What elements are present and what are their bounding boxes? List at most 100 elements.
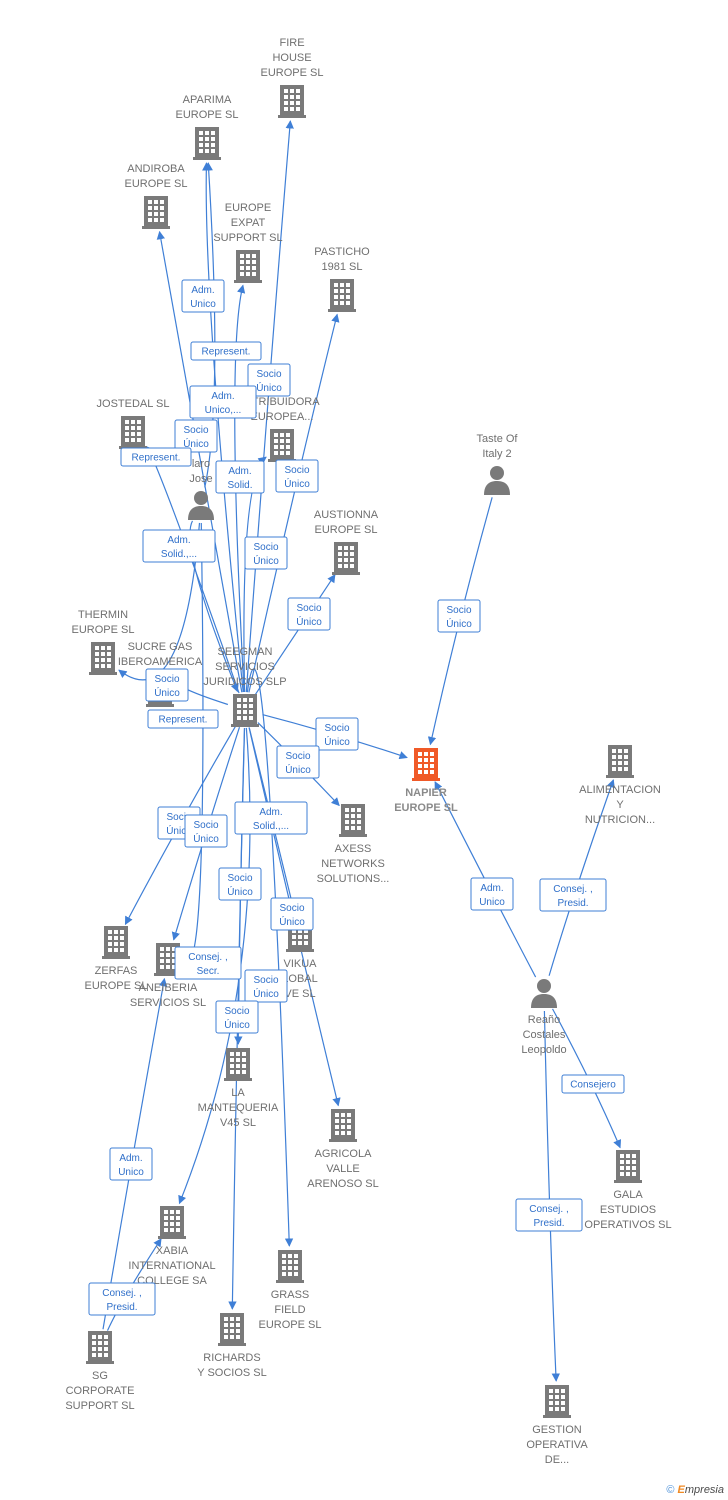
node-label-line: FIELD (274, 1304, 305, 1316)
node-label-line: ARENOSO SL (307, 1178, 379, 1190)
edge-label-text: Socio (296, 603, 321, 614)
node-label-line: EUROPE SL (259, 1319, 322, 1331)
edge-label-text: Único (279, 915, 305, 928)
node-label-line: EUROPE SL (394, 802, 458, 814)
building-icon (86, 1331, 114, 1364)
node-label-line: IBEROAMERICA (118, 656, 203, 668)
edge-label-reano-gala[interactable]: Consejero (561, 1074, 625, 1094)
edge-label-text: Único (253, 987, 279, 1000)
edge-label-person_jose-thermin[interactable]: Represent. (147, 709, 219, 729)
edge-label-reano-napier[interactable]: Adm.Unico (470, 877, 514, 911)
edge-label-sg_corporate-aneiberia[interactable]: Adm.Unico (109, 1147, 153, 1181)
edge-label-reano-alimentacion[interactable]: Consej. ,Presid. (539, 878, 607, 912)
edge-label-box (215, 1000, 259, 1034)
empresia-watermark: ©Empresia (666, 1484, 724, 1496)
person-icon (484, 466, 510, 495)
node-label-line: Jose (189, 473, 212, 485)
node-label-line: PASTICHO (314, 246, 370, 258)
node-label-line: OPERATIVA (526, 1439, 588, 1451)
building-icon (412, 748, 440, 781)
node-label-line: SERVICIOS (215, 661, 275, 673)
edge-label-seegman-vikua[interactable]: Adm.Solid.,... (234, 801, 308, 835)
node-label-line: SERVICIOS SL (130, 997, 206, 1009)
edge-label-box (561, 1074, 625, 1094)
edge-label-text: Único (224, 1018, 250, 1031)
edge-label-box (189, 385, 257, 419)
node-label-line: EUROPE SL (85, 980, 148, 992)
edge-label-reano-gestion[interactable]: Consej. ,Presid. (515, 1198, 583, 1232)
brand-name: mpresia (684, 1484, 724, 1496)
edge-label-seegman-europe_expat[interactable]: Represent. (190, 341, 262, 361)
building-icon (231, 694, 259, 727)
node-distribuidora[interactable]: ASTRIBUIDORAEUROPEA... (244, 381, 320, 462)
edge-label-seegman-jostedal[interactable]: Represent. (120, 447, 192, 467)
node-label-line: SEEGMAN (217, 646, 272, 658)
edge-label-sg_corporate-xabia[interactable]: Consej. ,Presid. (88, 1282, 156, 1316)
edge-seegman-to-europe_expat (234, 284, 246, 693)
node-axess[interactable]: AXESSNETWORKSSOLUTIONS... (317, 804, 390, 885)
node-gestion[interactable]: GESTIONOPERATIVADE... (526, 1385, 588, 1466)
edge-label-text: Socio (227, 873, 252, 884)
edge-reano-to-alimentacion (548, 779, 615, 976)
node-label-line: Leopoldo (521, 1044, 566, 1056)
edge-label-person_jose-seegman[interactable]: Adm.Solid.,... (142, 529, 216, 563)
node-label-line: Costales (523, 1029, 566, 1041)
edge-label-box (315, 717, 359, 751)
node-label-line: MANTEQUERIA (198, 1102, 279, 1114)
edge-label-text: Socio (279, 903, 304, 914)
edge-label-text: Presid. (533, 1218, 564, 1229)
edges-layer (102, 120, 622, 1382)
edge-label-seegman-distribuidora[interactable]: Adm.Solid. (215, 460, 265, 494)
node-label-line: CORPORATE (66, 1385, 135, 1397)
edge-label-person_jose-aparima[interactable]: Adm.Unico,... (189, 385, 257, 419)
node-label-line: EUROPE SL (125, 178, 188, 190)
building-icon (332, 542, 360, 575)
edge-label-seegman-aparima[interactable]: Adm.Unico (181, 279, 225, 313)
edge-label-text: Único (446, 617, 472, 630)
node-alimentacion[interactable]: ALIMENTACIONYNUTRICION... (579, 745, 661, 826)
edge-label-person_jose-aneiberia[interactable]: Consej. ,Secr. (174, 946, 242, 980)
node-label-line: Y SOCIOS SL (197, 1367, 267, 1379)
edge-person_jose-to-aparima (204, 162, 216, 488)
edge-label-text: Represent. (132, 453, 181, 464)
edge-label-box (247, 363, 291, 397)
node-jostedal[interactable]: JOSTEDAL SL (97, 398, 170, 449)
